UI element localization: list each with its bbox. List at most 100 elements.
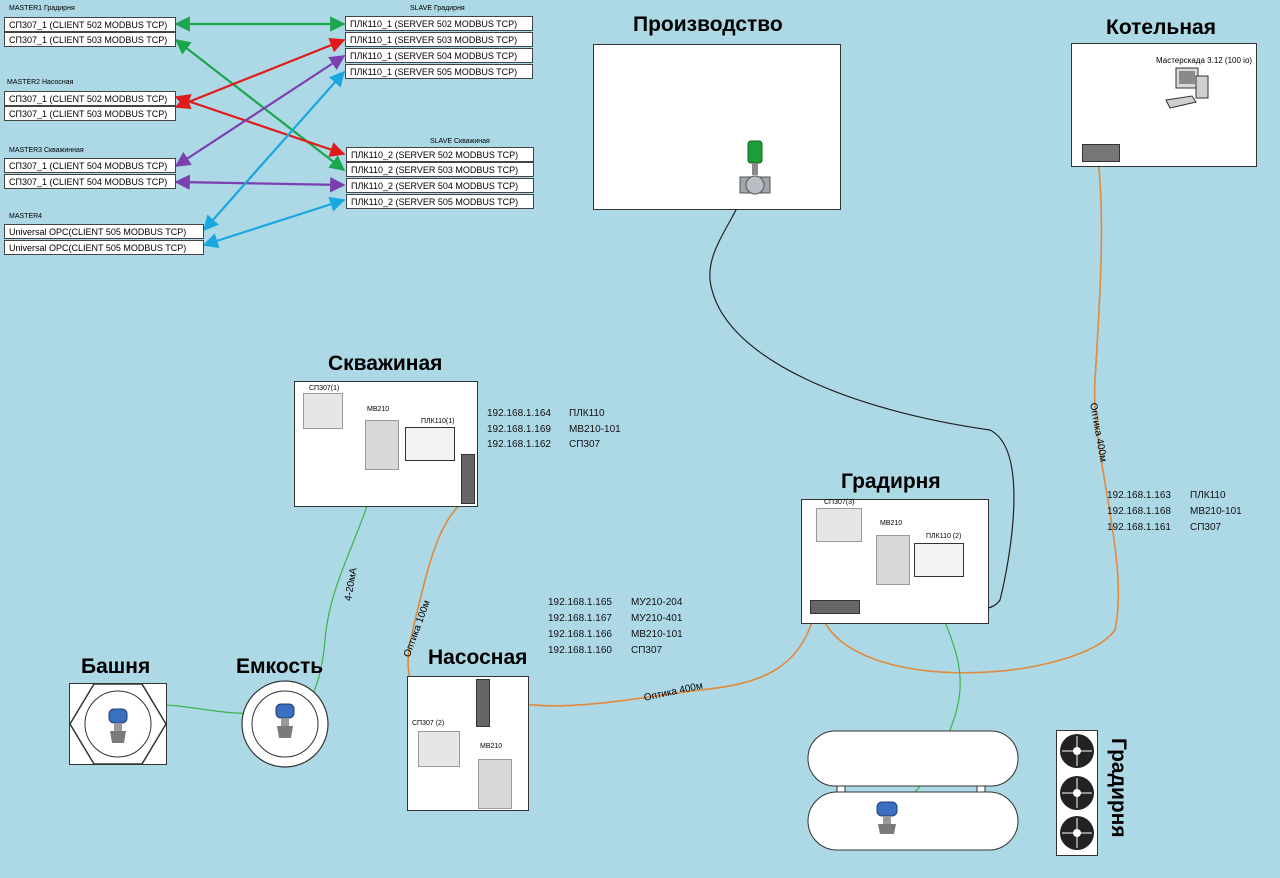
skv-sp307-label: СП307(1) (309, 385, 340, 392)
gradirnya-vertical-title: Градирня (1107, 738, 1130, 838)
arrow-blue-2 (202, 196, 346, 249)
proizvodstvo-title: Производство (633, 13, 783, 36)
skvazhinaya-title: Скважиная (328, 352, 443, 375)
nas-device-3: МВ210-101 (631, 629, 683, 640)
skvazhinaya-ip-list: 192.168.1.164 ПЛК110 192.168.1.169 МВ210-1… (487, 406, 621, 453)
kotelnaya-pc-label: Мастерскада 3.12 (100 io) (1156, 56, 1253, 65)
level-sensor-icon (275, 703, 295, 738)
media-converter-icon (1082, 144, 1120, 162)
master4-row-1: Universal OPC(CLIENT 505 MODBUS TCP) (4, 224, 204, 239)
grad-mv210-module-icon (876, 535, 910, 585)
skv-ip-3: 192.168.1.162 (487, 439, 551, 450)
skv-device-2: МВ210-101 (569, 423, 621, 435)
skv-mv210-label: МВ210 (367, 406, 390, 413)
nas-switch-icon (476, 679, 490, 727)
bashnya-title: Башня (81, 655, 151, 678)
grad-mv210-label: МВ210 (880, 520, 903, 527)
control-valve-icon (739, 140, 771, 195)
skv-ip-row-2: 192.168.1.169 МВ210-101 (487, 422, 621, 438)
optic-nasosnaya-gradirnya (479, 611, 816, 707)
nas-mv210-module-icon (478, 759, 512, 809)
grad-device-3: СП307 (1190, 522, 1222, 533)
slave1-row-4: ПЛК110_1 (SERVER 505 MODBUS TCP) (345, 64, 533, 79)
slave1-row-1: ПЛК110_1 (SERVER 502 MODBUS TCP) (345, 16, 533, 31)
nas-ip-2: 192.168.1.167 (548, 613, 612, 624)
gradirnya-title: Градирня (841, 470, 941, 493)
nas-sp307-panel-icon (418, 731, 460, 767)
master1-caption: MASTER1 Градирня (9, 5, 75, 12)
master3-caption: MASTER3 Скважинная (9, 147, 84, 154)
master1-row-2: СП307_1 (CLIENT 503 MODBUS TCP) (4, 32, 176, 47)
optic-gradirnya-kotelnaya (819, 159, 1120, 674)
grad-ip-2: 192.168.1.168 (1107, 506, 1171, 517)
kotelnaya-box: Мастерскада 3.12 (100 io) (1071, 43, 1257, 167)
master4-caption: MASTER4 (9, 213, 43, 220)
master3-row-1: СП307_1 (CLIENT 504 MODBUS TCP) (4, 158, 176, 173)
slave2-caption: SLAVE Скважиная (430, 138, 490, 145)
computer-icon (1165, 67, 1209, 109)
slave2-row-1: ПЛК110_2 (SERVER 502 MODBUS TCP) (346, 147, 534, 162)
nas-ip-4: 192.168.1.160 (548, 645, 612, 656)
slave2-row-2: ПЛК110_2 (SERVER 503 MODBUS TCP) (346, 162, 534, 177)
grad-ip-1: 192.168.1.163 (1107, 490, 1171, 501)
nas-device-4: СП307 (631, 645, 663, 656)
nas-mv210-label: МВ210 (480, 743, 503, 750)
grad-plk110-module-icon (914, 543, 964, 577)
nasosnaya-box: СП307 (2) МВ210 (407, 676, 529, 811)
slave1-row-2: ПЛК110_1 (SERVER 503 MODBUS TCP) (345, 32, 533, 47)
fan-icon (1060, 734, 1094, 850)
skv-switch-icon (461, 454, 475, 504)
skvazhinaya-box: СП307(1) МВ210 ПЛК110(1) (294, 381, 478, 507)
grad-sp307-label: СП307(3) (824, 499, 855, 506)
bashnya-tank (69, 683, 167, 765)
kotelnaya-title: Котельная (1106, 16, 1216, 39)
nas-sp307-label: СП307 (2) (412, 720, 445, 727)
grad-plk110-label: ПЛК110 (2) (926, 533, 962, 540)
skv-sp307-panel-icon (303, 393, 343, 429)
skv-device-1: ПЛК110 (569, 408, 605, 419)
emkost-title: Емкость (236, 655, 324, 678)
skv-ip-row-1: 192.168.1.164 ПЛК110 (487, 406, 621, 422)
slave2-row-3: ПЛК110_2 (SERVER 504 MODBUS TCP) (346, 178, 534, 193)
grad-ip-row-3: 192.168.1.161 СП307 (1107, 520, 1242, 536)
nas-ip-row-4: 192.168.1.160 СП307 (548, 643, 683, 659)
grad-ip-3: 192.168.1.161 (1107, 522, 1171, 533)
master3-row-2: СП307_1 (CLIENT 504 MODBUS TCP) (4, 174, 176, 189)
level-sensor-icon (876, 801, 898, 834)
arrow-purple-2 (174, 174, 346, 193)
master1-row-1: СП307_1 (CLIENT 502 MODBUS TCP) (4, 17, 176, 32)
skv-ip-row-3: 192.168.1.162 СП307 (487, 437, 621, 453)
nasosnaya-title: Насосная (428, 646, 528, 669)
grad-sp307-panel-icon (816, 508, 862, 542)
master4-row-2: Universal OPC(CLIENT 505 MODBUS TCP) (4, 240, 204, 255)
master2-row-1: СП307_1 (CLIENT 502 MODBUS TCP) (4, 91, 176, 106)
gradirnya-tanks (807, 730, 1019, 851)
grad-ip-row-1: 192.168.1.163 ПЛК110 (1107, 488, 1242, 504)
proizvodstvo-box (593, 44, 841, 210)
skv-device-3: СП307 (569, 439, 601, 450)
level-sensor-icon (108, 708, 128, 743)
gradirnya-box: СП307(3) МВ210 ПЛК110 (2) (801, 499, 989, 624)
slave1-row-3: ПЛК110_1 (SERVER 504 MODBUS TCP) (345, 48, 533, 63)
master2-caption: MASTER2 Насосная (7, 79, 74, 86)
master2-row-2: СП307_1 (CLIENT 503 MODBUS TCP) (4, 106, 176, 121)
nas-device-1: МУ210-204 (631, 597, 683, 608)
nas-ip-row-1: 192.168.1.165 МУ210-204 (548, 595, 683, 611)
emkost-tank (241, 680, 329, 768)
cooling-fans-box (1056, 730, 1098, 856)
nas-ip-3: 192.168.1.166 (548, 629, 612, 640)
grad-device-1: ПЛК110 (1190, 490, 1226, 501)
skv-plk110-module-icon (405, 427, 455, 461)
slave2-row-4: ПЛК110_2 (SERVER 505 MODBUS TCP) (346, 194, 534, 209)
grad-switch-icon (810, 600, 860, 614)
skv-ip-1: 192.168.1.164 (487, 408, 551, 419)
modbus-arrows (174, 16, 346, 249)
nas-ip-1: 192.168.1.165 (548, 597, 612, 608)
skv-ip-2: 192.168.1.169 (487, 423, 551, 435)
nas-ip-row-3: 192.168.1.166 МВ210-101 (548, 627, 683, 643)
skv-mv210-module-icon (365, 420, 399, 470)
